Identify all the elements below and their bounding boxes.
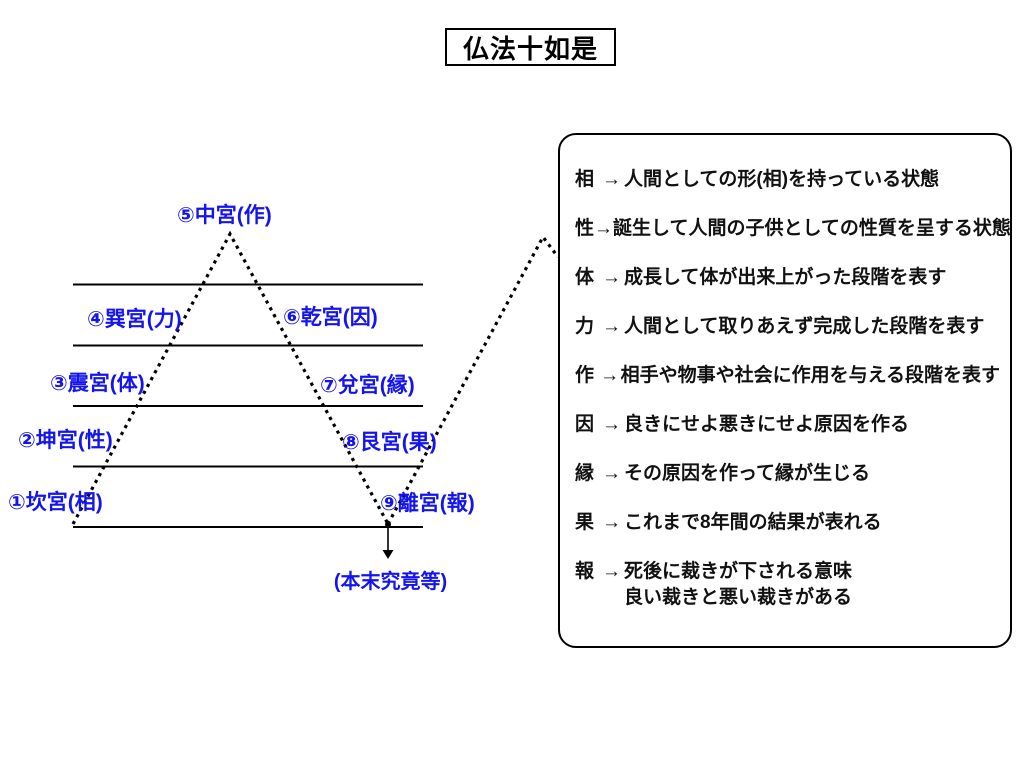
legend-term: 性 bbox=[575, 218, 595, 239]
legend-desc: その原因を作って縁が生じる bbox=[624, 463, 871, 484]
legend-desc: 人間としての形(相)を持っている状態 bbox=[624, 169, 940, 190]
arrow-glyph: → bbox=[602, 512, 621, 533]
palace-label-4-son: ④巽宮(力) bbox=[87, 308, 182, 331]
legend-desc: 人間として取りあえず完成した段階を表す bbox=[624, 316, 985, 337]
arrow-glyph: → bbox=[602, 414, 621, 435]
legend-row-tai: 体 → 成長して体が出来上がった段階を表す bbox=[575, 266, 1000, 290]
legend-desc: 誕生して人間の子供としての性質を呈する状態 bbox=[613, 218, 1011, 239]
palace-label-8-gon: ⑧艮宮(果) bbox=[342, 431, 437, 454]
palace-label-2-kon: ②坤宮(性) bbox=[18, 429, 113, 452]
arrow-glyph: → bbox=[600, 365, 620, 386]
arrow-glyph: → bbox=[602, 267, 621, 288]
legend-desc-line2: 良い裁きと悪い裁きがある bbox=[624, 587, 853, 608]
legend-term: 力 bbox=[575, 316, 595, 337]
legend-term: 因 bbox=[575, 414, 595, 435]
legend-row-so: 相 → 人間としての形(相)を持っている状態 bbox=[575, 168, 1000, 192]
legend-row-sa: 作 → 相手や物事や社会に作用を与える段階を表す bbox=[575, 364, 1000, 388]
valley-dot bbox=[385, 521, 391, 528]
palace-label-9-ri: ⑨離宮(報) bbox=[380, 492, 475, 515]
palace-label-1-kan: ①坎宮(相) bbox=[8, 491, 103, 514]
legend-term: 作 bbox=[575, 365, 595, 386]
legend-row-sho: 性 → 誕生して人間の子供としての性質を呈する状態 bbox=[575, 217, 1011, 241]
palace-label-6-ken: ⑥乾宮(因) bbox=[283, 306, 378, 329]
legend-desc: これまで8年間の結果が表れる bbox=[624, 512, 882, 533]
legend-row-en: 縁 → その原因を作って縁が生じる bbox=[575, 462, 1000, 486]
bottom-caption: (本末究竟等) bbox=[333, 571, 448, 593]
palace-label-7-da: ⑦兌宮(縁) bbox=[320, 374, 415, 397]
legend-desc: 良きにせよ悪きにせよ原因を作る bbox=[624, 414, 910, 435]
legend-term: 果 bbox=[575, 512, 595, 533]
legend-desc: 相手や物事や社会に作用を与える段階を表す bbox=[620, 365, 1000, 386]
down-arrow-head bbox=[382, 550, 394, 559]
arrow-glyph: → bbox=[602, 316, 621, 337]
palace-label-5-chu: ⑤中宮(作) bbox=[177, 204, 272, 227]
legend-row-riki: 力 → 人間として取りあえず完成した段階を表す bbox=[575, 315, 1000, 339]
legend-term: 報 bbox=[575, 561, 595, 582]
legend-row-in: 因 → 良きにせよ悪きにせよ原因を作る bbox=[575, 413, 1000, 437]
page-title-text: 仏法十如是 bbox=[462, 33, 598, 64]
legend-row-ka: 果 → これまで8年間の結果が表れる bbox=[575, 511, 1000, 535]
palace-label-3-shin: ③震宮(体) bbox=[50, 372, 145, 395]
legend-desc: 成長して体が出来上がった段階を表す bbox=[624, 267, 947, 288]
legend-box: 相 → 人間としての形(相)を持っている状態 性 → 誕生して人間の子供としての… bbox=[558, 133, 1012, 648]
arrow-glyph: → bbox=[602, 463, 621, 484]
mountain-dotted-line bbox=[71, 230, 390, 525]
legend-desc: 死後に裁きが下される意味 bbox=[624, 561, 853, 582]
legend-term: 縁 bbox=[575, 463, 595, 484]
page-title: 仏法十如是 bbox=[445, 28, 616, 66]
legend-term: 体 bbox=[575, 267, 595, 288]
legend-term: 相 bbox=[575, 169, 595, 190]
arrow-glyph: → bbox=[594, 218, 614, 239]
legend-row-ho: 報 → 死後に裁きが下される意味 良い裁きと悪い裁きがある bbox=[575, 560, 1000, 610]
arrow-glyph: → bbox=[602, 169, 621, 190]
arrow-glyph: → bbox=[602, 561, 621, 582]
